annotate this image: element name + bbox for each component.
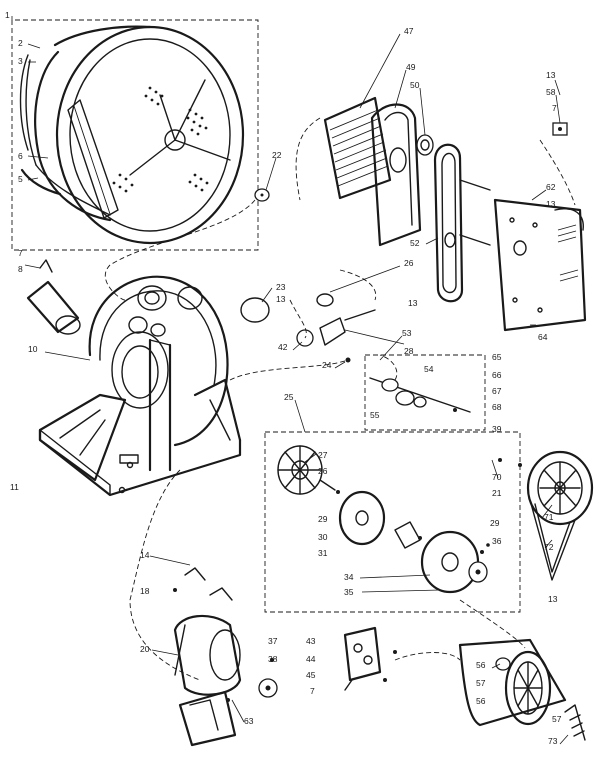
callout-53: 53: [402, 328, 412, 338]
callout-49: 49: [406, 62, 416, 72]
callout-35: 35: [344, 587, 354, 597]
callout-3: 3: [18, 56, 23, 66]
callout-36: 36: [492, 536, 502, 546]
idler-bracket: [343, 626, 397, 691]
callout-57a: 57: [476, 678, 486, 688]
callout-13c: 13: [276, 294, 286, 304]
callout-13e: 13: [548, 594, 558, 604]
part-8-lint-cup: [26, 259, 81, 335]
callout-55: 55: [370, 410, 380, 420]
callout-21: 21: [492, 488, 502, 498]
callout-11: 11: [10, 482, 19, 492]
callout-25: 25: [284, 392, 294, 402]
callout-42: 42: [278, 342, 288, 352]
callout-13b: 13: [546, 199, 556, 209]
callout-64: 64: [538, 332, 548, 342]
callout-58: 58: [546, 87, 556, 97]
part-71-drive-pulley: [498, 450, 594, 581]
callout-56b: 56: [476, 696, 486, 706]
callout-27: 27: [318, 450, 328, 460]
callout-24: 24: [322, 360, 332, 370]
callout-29b: 29: [490, 518, 500, 528]
callout-7c: 7: [310, 686, 315, 696]
callout-labels: 1 2 3 6 5 22 47 49 50 13 58 7 62 13 52 6…: [5, 10, 562, 746]
callout-57b: 57: [552, 714, 562, 724]
part-49-duct: [370, 103, 422, 247]
callout-52: 52: [410, 238, 420, 248]
leader-lines: [104, 117, 576, 681]
callout-47: 47: [404, 26, 414, 36]
callout-leads: [24, 33, 569, 745]
callout-39: 39: [492, 424, 502, 434]
idler-pulley-56: [458, 638, 586, 741]
part-50-ring: [416, 134, 434, 156]
callout-31: 31: [318, 548, 328, 558]
callout-28: 28: [404, 346, 414, 356]
callout-26: 26: [404, 258, 414, 268]
callout-10: 10: [28, 344, 38, 354]
callout-50: 50: [410, 80, 420, 90]
callout-5: 5: [18, 174, 23, 184]
callout-72: 72: [544, 542, 554, 552]
callout-2: 2: [18, 38, 23, 48]
callout-54: 54: [424, 364, 434, 374]
part-47-grille: [323, 96, 392, 200]
callout-43: 43: [306, 636, 316, 646]
callout-8: 8: [18, 264, 23, 274]
callout-18: 18: [140, 586, 150, 596]
callout-29a: 29: [318, 514, 328, 524]
callout-20: 20: [140, 644, 150, 654]
callout-23: 23: [276, 282, 286, 292]
part-58-thermostat: [552, 122, 568, 136]
bearing-group: [364, 354, 486, 431]
callout-30: 30: [318, 532, 328, 542]
callout-7b: 7: [18, 248, 23, 258]
blower-wheel: [240, 293, 376, 363]
callout-13a: 13: [546, 70, 556, 80]
part-64-rear-panel: [493, 198, 587, 332]
callout-22: 22: [272, 150, 282, 160]
callout-13d: 13: [408, 298, 418, 308]
callout-34: 34: [344, 572, 354, 582]
callout-26b: 26: [318, 466, 328, 476]
drum-assembly: [11, 16, 259, 251]
callout-65: 65: [492, 352, 502, 362]
part-20-motor: [173, 567, 278, 747]
part-27-fan: [277, 445, 323, 495]
callout-62: 62: [546, 182, 556, 192]
part-52-blower-housing: [433, 143, 491, 303]
callout-70: 70: [492, 472, 502, 482]
callout-67: 67: [492, 386, 502, 396]
callout-6: 6: [18, 151, 23, 161]
callout-71: 71: [544, 512, 554, 522]
callout-56: 56: [476, 660, 486, 670]
callout-44: 44: [306, 654, 316, 664]
rear-bulkhead-frame: [38, 275, 242, 497]
callout-1: 1: [5, 10, 10, 20]
callout-45: 45: [306, 670, 316, 680]
callout-37: 37: [268, 636, 278, 646]
motor-subassembly-box: [264, 431, 521, 613]
callout-68: 68: [492, 402, 502, 412]
part-22-washer: [254, 188, 270, 202]
callout-38: 38: [268, 654, 278, 664]
callout-7a: 7: [552, 103, 557, 113]
callout-66: 66: [492, 370, 502, 380]
callout-63: 63: [244, 716, 254, 726]
callout-14: 14: [140, 550, 150, 560]
callout-73: 73: [548, 736, 558, 746]
